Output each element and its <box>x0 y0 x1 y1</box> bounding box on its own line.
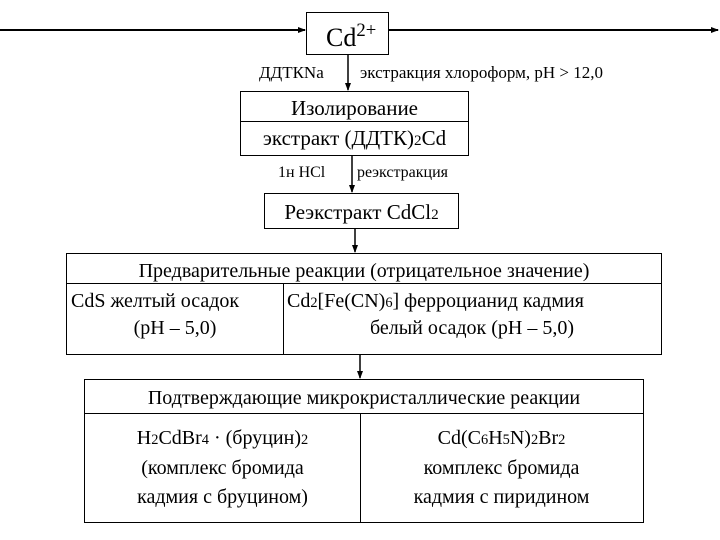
cd-ion-label: Cd <box>326 23 357 52</box>
brucine-desc-line2: кадмия с бруцином) <box>137 486 308 508</box>
confirmatory-title: Подтверждающие микрокристаллические реак… <box>147 387 581 409</box>
reextraction-label: реэкстракция <box>357 164 448 181</box>
preliminary-column-divider <box>283 283 284 354</box>
preliminary-reactions-box: Предварительные реакции (отрицательное з… <box>66 253 662 355</box>
pyridine-desc-line1: комплекс бромида <box>423 457 580 479</box>
preliminary-left-line1: CdS желтый осадок <box>71 290 240 312</box>
isolation-box: Изолирование экстракт (ДДТК)2Cd <box>240 91 469 156</box>
reextract-box: Реэкстракт CdCl2 <box>264 193 459 229</box>
isolation-content: экстракт (ДДТК)2Cd <box>262 126 447 150</box>
confirmatory-column-divider <box>360 413 361 522</box>
preliminary-right-line1: Cd2[Fe(CN)6] ферроцианид кадмия <box>287 290 584 312</box>
isolation-title: Изолирование <box>290 96 419 120</box>
extraction-condition-label: экстракция хлороформ, pH > 12,0 <box>360 63 603 82</box>
reextract-label: Реэкстракт CdCl2 <box>284 200 439 224</box>
reagent-label-ddtkna: ДДТКNa <box>259 63 324 82</box>
brucine-desc-line1: (комплекс бромида <box>141 457 304 479</box>
preliminary-header-divider <box>67 283 661 284</box>
cd-ion-box: Cd2+ <box>306 12 389 55</box>
pyridine-desc-line2: кадмия с пиридином <box>413 486 590 508</box>
reagent-label-hcl: 1н HCl <box>278 164 326 181</box>
preliminary-right-line2: белый осадок (pH – 5,0) <box>369 317 575 339</box>
isolation-divider <box>241 121 468 122</box>
confirmatory-reactions-box: Подтверждающие микрокристаллические реак… <box>84 379 644 523</box>
preliminary-title: Предварительные реакции (отрицательное з… <box>138 260 590 282</box>
brucine-formula: H2CdBr4 · (бруцин)2 <box>136 427 309 449</box>
pyridine-formula: Cd(C6H5N)2Br2 <box>437 427 566 449</box>
preliminary-left-line2: (pH – 5,0) <box>133 317 217 339</box>
cd-ion-charge: 2+ <box>356 19 377 41</box>
confirmatory-header-divider <box>85 413 643 414</box>
